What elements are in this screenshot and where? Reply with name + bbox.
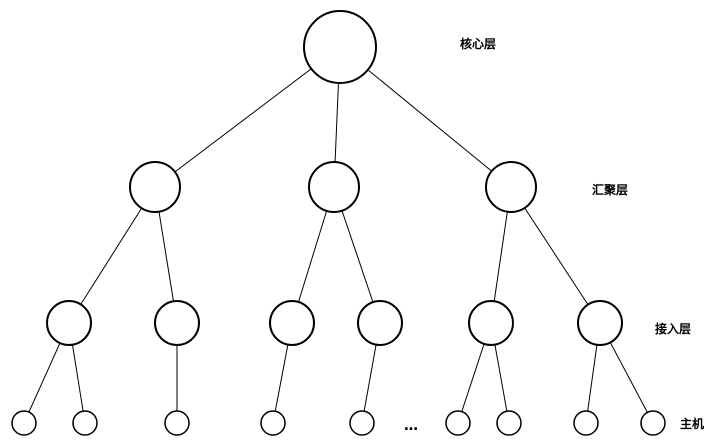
host-node-7: [496, 410, 522, 436]
layer-label-host: 主机: [680, 416, 704, 431]
layer-label-access: 接入层: [655, 321, 691, 336]
core-node: [303, 10, 377, 84]
host-node-8: [573, 410, 599, 436]
host-node-1: [11, 410, 37, 436]
host-node-4: [260, 410, 286, 436]
access-node-2: [154, 300, 200, 346]
access-nodes: [46, 300, 623, 346]
aggregation-node-3: [485, 161, 537, 213]
access-node-3: [269, 300, 315, 346]
edge-agg3-acc6: [510, 186, 601, 324]
aggregation-node-2: [308, 161, 360, 213]
access-node-1: [46, 300, 92, 346]
host-node-2: [72, 410, 98, 436]
layer-label-aggregation: 汇聚层: [592, 183, 628, 197]
host-nodes: [11, 410, 666, 436]
host-node-9: [640, 410, 666, 436]
layer-label-core: 核心层: [460, 36, 496, 51]
edge-core-agg-1: [154, 46, 341, 188]
aggregation-node-1: [129, 161, 181, 213]
edges-access-host: [23, 322, 654, 424]
host-ellipsis: …: [404, 418, 418, 434]
host-node-6: [445, 410, 471, 436]
access-node-4: [357, 300, 403, 346]
edge-agg1-acc1: [68, 186, 156, 324]
access-node-6: [577, 300, 623, 346]
host-node-3: [164, 410, 190, 436]
access-node-5: [468, 300, 514, 346]
host-node-5: [349, 410, 375, 436]
aggregation-nodes: [129, 161, 537, 213]
